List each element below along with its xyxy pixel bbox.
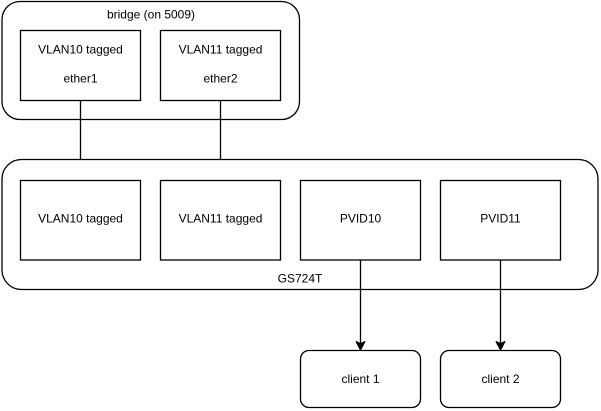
svg-text:VLAN11 tagged: VLAN11 tagged bbox=[179, 212, 263, 226]
svg-text:VLAN10 tagged: VLAN10 tagged bbox=[38, 43, 123, 57]
svg-text:PVID10: PVID10 bbox=[340, 212, 382, 226]
svg-text:client 2: client 2 bbox=[481, 372, 519, 386]
svg-text:GS724T: GS724T bbox=[278, 272, 323, 286]
svg-text:client 1: client 1 bbox=[341, 372, 379, 386]
svg-text:ether1: ether1 bbox=[63, 72, 97, 86]
svg-text:ether2: ether2 bbox=[203, 72, 237, 86]
svg-text:bridge (on 5009): bridge (on 5009) bbox=[107, 8, 195, 22]
svg-text:PVID11: PVID11 bbox=[480, 212, 521, 226]
svg-text:VLAN10 tagged: VLAN10 tagged bbox=[38, 212, 123, 226]
svg-text:VLAN11 tagged: VLAN11 tagged bbox=[179, 43, 263, 57]
